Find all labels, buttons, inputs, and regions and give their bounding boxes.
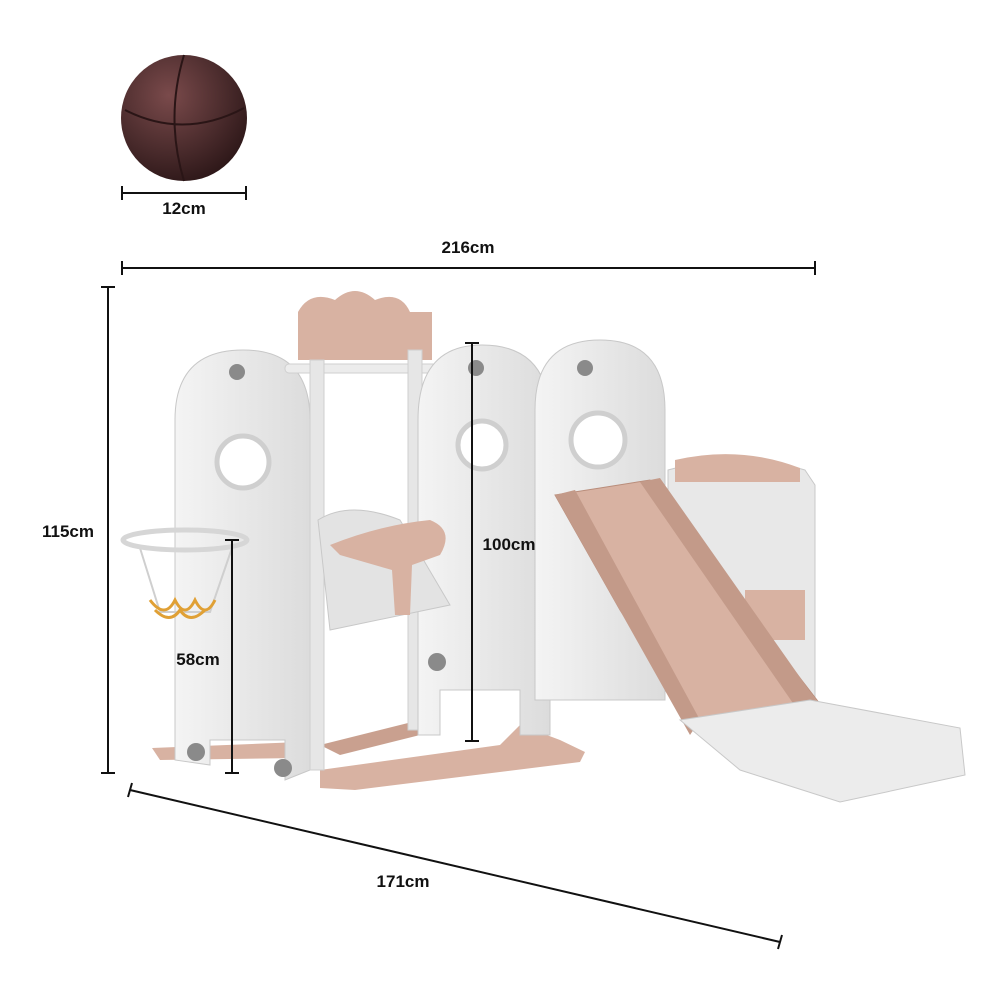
basketball-hoop bbox=[120, 527, 250, 619]
platform-height-dimension: 100cm bbox=[465, 342, 536, 742]
hoop-height-label: 58cm bbox=[176, 650, 219, 669]
total-length-label: 216cm bbox=[442, 238, 495, 257]
height-dimension: 115cm bbox=[42, 286, 115, 774]
ball-dimension: 12cm bbox=[121, 186, 247, 218]
length-dimension: 216cm bbox=[121, 238, 816, 275]
total-height-label: 115cm bbox=[42, 522, 94, 541]
ball-diameter-label: 12cm bbox=[162, 199, 205, 218]
depth-label: 171cm bbox=[377, 872, 430, 891]
middle-arch-panel bbox=[417, 344, 551, 736]
hoop-height-dimension: 58cm bbox=[176, 539, 239, 774]
swing-seat bbox=[317, 509, 451, 631]
depth-dimension: 171cm bbox=[127, 782, 783, 950]
left-arch-panel bbox=[174, 349, 311, 781]
platform-height-label: 100cm bbox=[483, 535, 536, 554]
slide bbox=[554, 478, 966, 803]
basketball bbox=[121, 54, 247, 182]
